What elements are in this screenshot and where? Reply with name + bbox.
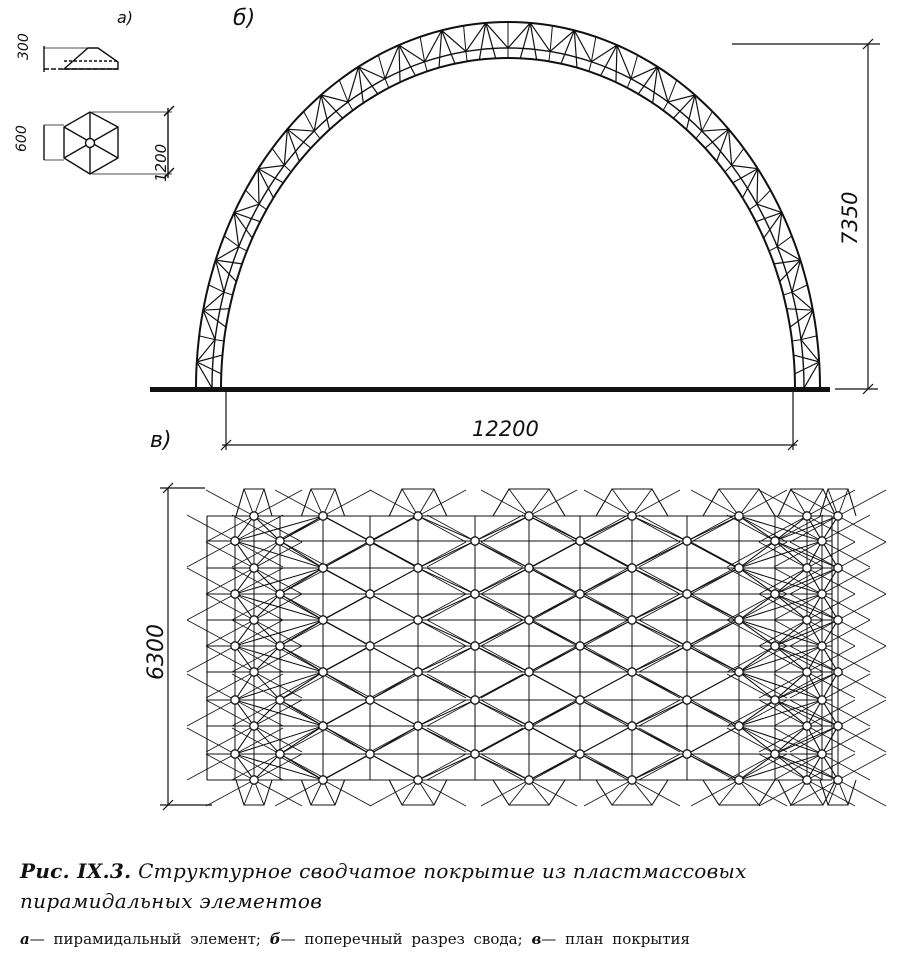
panel-a-label: а) [117,8,134,27]
figure-caption: Рис. IX.3. Структурное сводчатое покрыти… [20,856,892,948]
legend-key-c: в [531,930,542,948]
legend-text-a: — пирамидальный элемент; [29,930,261,948]
caption-legend: а— пирамидальный элемент; б— поперечный … [20,930,892,948]
caption-number: Рис. IX.3. [20,859,132,883]
legend-key-a: а [20,930,30,948]
legend-key-b: б [269,930,281,948]
dimension-plan-width: 6300 [144,624,169,680]
caption-title-text: Структурное сводчатое покрытие из пластм… [20,859,747,913]
dimension-arch-span: 12200 [472,417,539,441]
panel-b-label: б) [233,6,256,31]
panel-c-label: в) [150,428,172,453]
legend-text-c: — план покрытия [541,930,691,948]
legend-text-b: — поперечный разрез свода; [280,930,523,948]
caption-title: Рис. IX.3. Структурное сводчатое покрыти… [20,856,892,916]
